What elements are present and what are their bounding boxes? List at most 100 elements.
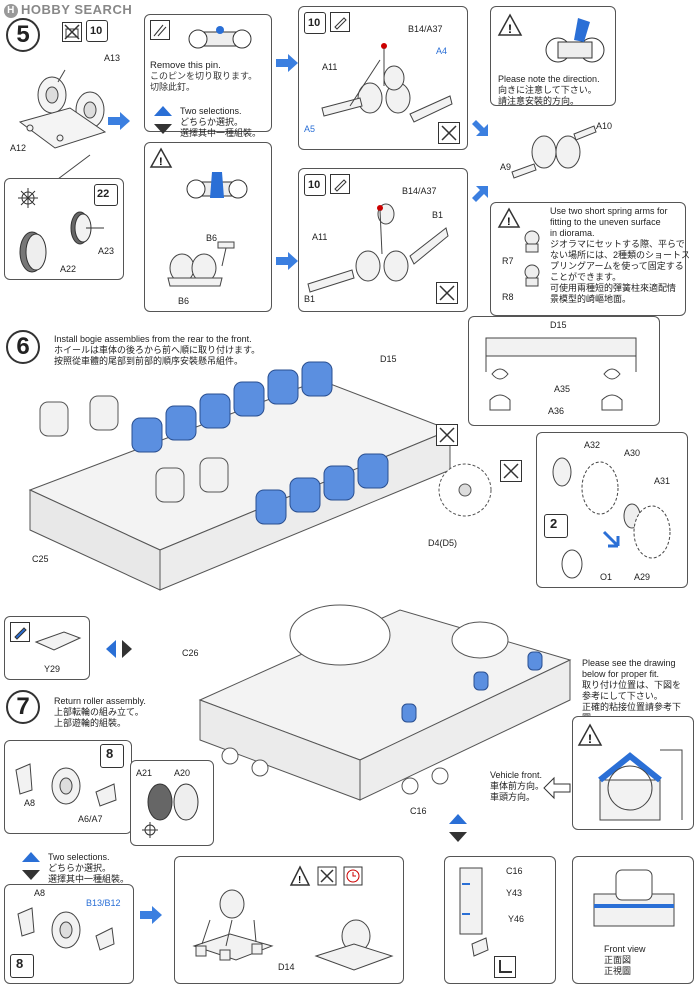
note-en: Two selections. <box>180 106 242 116</box>
two-selection-arrows-icon <box>22 852 40 880</box>
label-a36: A36 <box>548 406 565 416</box>
note-en: Two selections. <box>48 852 110 862</box>
front-view-note: Front view 正面図 正視圖 <box>604 944 646 977</box>
note-jp-4: ことができます。 <box>550 272 622 282</box>
svg-text:!: ! <box>508 22 512 36</box>
badge-value: 8 <box>16 956 24 971</box>
roller-a8-drawing <box>15 763 117 807</box>
bogie-exploded-drawing <box>18 69 107 186</box>
cement-prohibited-icon <box>62 22 82 42</box>
note-jp: ホイールは車体の後ろから前へ順に取り付けます。 <box>54 345 261 355</box>
note-cn: 按照從車體的尾部到前部的順序安裝懸吊組件。 <box>54 356 244 366</box>
note-en: Please note the direction. <box>498 74 600 84</box>
label-a35: A35 <box>554 384 571 394</box>
label-a31: A31 <box>654 476 671 486</box>
label-c16-a: C16 <box>410 806 427 816</box>
label-a23: A23 <box>98 246 115 256</box>
badge-value: 22 <box>97 188 110 200</box>
badge-value: 10 <box>90 25 103 37</box>
spring-arm-parts-drawing <box>524 230 540 287</box>
label-o1: O1 <box>600 572 613 582</box>
bogie-arm-drawing <box>511 125 597 179</box>
note-cn: 請注意安裝的方向。 <box>498 96 580 106</box>
note-cn: 正視圖 <box>604 966 632 976</box>
y29-part-drawing <box>34 631 82 651</box>
spring-arm-note: Use two short spring arms for fitting to… <box>550 206 690 305</box>
label-a4: A4 <box>436 46 448 56</box>
cement-icon <box>330 174 350 194</box>
cement-icon <box>10 622 30 642</box>
fit-detail-drawing <box>598 749 683 821</box>
quantity-badge-10: 10 <box>86 20 108 42</box>
quantity-badge-10: 10 <box>304 12 326 34</box>
step-6-number: 6 <box>6 330 40 364</box>
see-drawing-note: Please see the drawing below for proper … <box>582 658 698 724</box>
label-a32: A32 <box>584 440 601 450</box>
note-en: Return roller assembly. <box>54 696 146 706</box>
note-jp: 正面図 <box>604 955 632 965</box>
label-c16-b: C16 <box>506 866 523 876</box>
no-cement-icon <box>500 460 522 482</box>
note-jp-1: 取り付け位置は、下図を <box>582 680 682 690</box>
svg-text:!: ! <box>588 732 592 746</box>
note-jp: どちらか選択。 <box>180 117 244 127</box>
hobbysearch-logo-icon: H <box>4 3 18 18</box>
label-a10: A10 <box>596 121 613 131</box>
note-cn: 切除此釘。 <box>150 82 196 92</box>
note-en-2: fitting to the uneven surface <box>550 217 661 227</box>
cutter-icon <box>150 20 170 40</box>
label-a11-b: A11 <box>312 232 328 242</box>
label-b1-a: B1 <box>432 210 444 220</box>
d14-assembly-drawing <box>192 889 394 971</box>
label-a6-a7: A6/A7 <box>78 814 103 824</box>
label-y46: Y46 <box>508 914 525 924</box>
spring-arm-note-box <box>490 202 686 316</box>
step-5-number: 5 <box>6 18 40 52</box>
label-d14: D14 <box>278 962 295 972</box>
c16-detail-drawing <box>459 867 489 957</box>
note-jp-1: ジオラマにセットする際、平らで <box>550 239 685 249</box>
flow-arrow-up-right-icon <box>472 186 488 202</box>
vehicle-front-arrow-icon <box>543 776 571 800</box>
flow-arrow-right-icon <box>140 906 162 924</box>
front-view-drawing <box>593 869 675 927</box>
svg-text:!: ! <box>298 875 301 886</box>
cement-icon <box>330 12 350 32</box>
two-selection-arrows-icon <box>154 106 172 134</box>
note-en-3: in diorama. <box>550 228 595 238</box>
no-cement-icon <box>436 282 458 304</box>
label-a29: A29 <box>634 572 651 582</box>
note-jp: 車体前方向。 <box>490 781 545 791</box>
label-a5: A5 <box>304 124 316 134</box>
label-a9: A9 <box>500 162 512 172</box>
quantity-badge-22: 22 <box>94 184 118 206</box>
label-a8-b: A8 <box>34 888 46 898</box>
note-jp: このピンを切り取ります。 <box>150 71 258 81</box>
bogie-exploded-drawing-a <box>321 43 453 123</box>
note-jp: 向きに注意して下さい。 <box>498 85 597 95</box>
flow-arrow-right-icon <box>276 54 298 72</box>
badge-value: 2 <box>550 516 558 531</box>
label-d15-a: D15 <box>380 354 397 364</box>
warning-icon: ! <box>577 723 603 746</box>
svg-text:!: ! <box>507 216 511 228</box>
label-a8-a: A8 <box>24 798 36 808</box>
no-cement-icon <box>436 424 458 446</box>
d15-detail-box <box>468 316 660 426</box>
d15-detail-drawing <box>485 337 637 411</box>
two-selections-note-5: Two selections. どちらか選択。 選擇其中一種組裝。 <box>180 106 261 139</box>
quantity-badge-8: 8 <box>100 744 124 768</box>
note-jp: 上部転輪の組み立て。 <box>54 707 144 717</box>
label-y43: Y43 <box>506 888 523 898</box>
label-r8: R8 <box>502 292 514 302</box>
label-a11-a: A11 <box>322 62 338 72</box>
quantity-badge-8: 8 <box>10 954 34 978</box>
flow-arrow-down-right-icon <box>472 120 488 136</box>
roller-b13-drawing <box>17 907 115 951</box>
flow-arrow-right-icon <box>276 252 298 270</box>
wheel-detail-drawing <box>18 188 104 273</box>
return-roller-note: Return roller assembly. 上部転輪の組み立て。 上部遊輪的… <box>54 696 146 729</box>
direction-note: Please note the direction. 向きに注意して下さい。 請… <box>498 74 600 107</box>
warning-icon: ! <box>497 13 523 36</box>
